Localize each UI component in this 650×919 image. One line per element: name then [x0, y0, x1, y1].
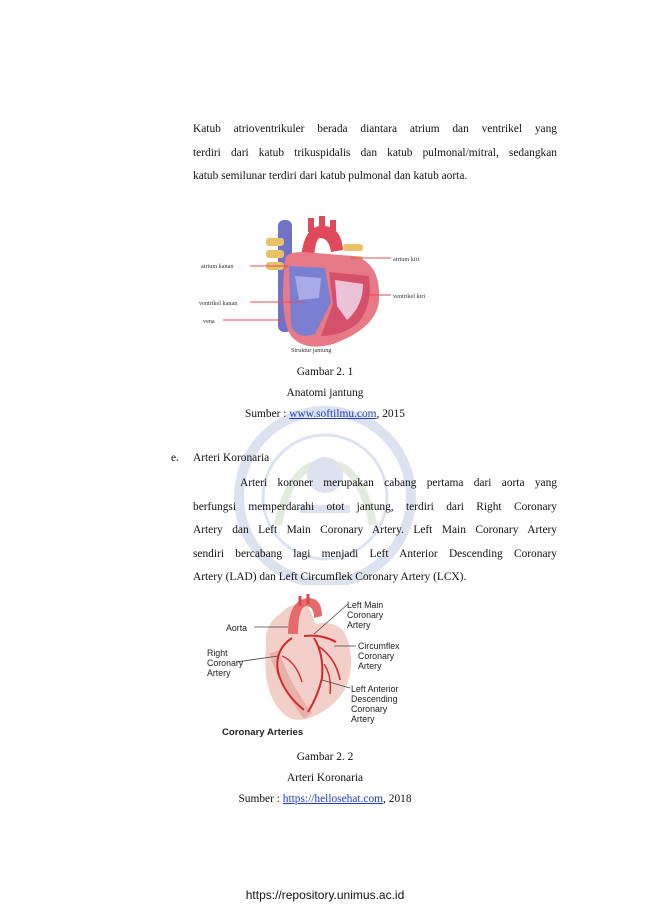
label-lad-1: Left Anterior: [351, 684, 399, 694]
caption-title: Anatomi jantung: [286, 387, 364, 399]
heart-anatomy-figure: atrium kanan ventrikel kanan vena atrium…: [199, 216, 425, 354]
label-ventrikel-kiri: ventrikel kiri: [393, 293, 425, 300]
paragraph-line: terdiri dari katub trikuspidalis dan kat…: [193, 146, 557, 159]
section-title: Arteri Koronaria: [193, 452, 270, 464]
paragraph-katub: Katub atrioventrikuler berada diantara a…: [193, 118, 557, 189]
footer-url: https://repository.unimus.ac.id: [245, 888, 405, 902]
caption-number: Gambar 2. 2: [296, 751, 354, 763]
source-prefix: Sumber :: [245, 408, 290, 420]
label-ventrikel-kanan: ventrikel kanan: [199, 300, 237, 307]
label-lm-3: Artery: [347, 620, 371, 630]
label-rca-3: Artery: [207, 668, 231, 678]
paragraph-line: Artery (LAD) dan Left Circumflek Coronar…: [193, 571, 467, 583]
label-atrium-kiri: atrium kiri: [393, 256, 420, 263]
label-lad-2: Descending: [351, 694, 398, 704]
caption-source: Sumber : https://hellosehat.com, 2018: [0, 789, 650, 810]
source-suffix: , 2015: [376, 408, 405, 420]
source-link[interactable]: https://hellosehat.com: [282, 793, 384, 805]
list-marker: e.: [171, 452, 179, 464]
paragraph-line: sendiri bercabang lagi menjadi Left Ante…: [193, 547, 557, 560]
label-lad-4: Artery: [351, 714, 375, 724]
label-atrium-kanan: atrium kanan: [201, 263, 233, 270]
label-cx-3: Artery: [358, 661, 382, 671]
paragraph-line: Arteri koroner merupakan cabang pertama …: [240, 477, 557, 489]
figure2-caption: Gambar 2. 2 Arteri Koronaria Sumber : ht…: [0, 747, 650, 810]
watermark-seal-icon: [234, 406, 416, 585]
label-lm-1: Left Main: [347, 600, 383, 610]
label-rca-1: Right: [207, 648, 228, 658]
caption-source: Sumber : www.softilmu.com, 2015: [0, 404, 650, 425]
paragraph-line: Katub atrioventrikuler berada diantara a…: [193, 123, 557, 135]
caption-title: Arteri Koronaria: [286, 772, 364, 784]
paragraph-arteri-koroner: Arteri koroner merupakan cabang pertama …: [193, 472, 557, 590]
source-suffix: , 2018: [383, 793, 412, 805]
figure2-title: Coronary Arteries: [222, 727, 303, 738]
coronary-arteries-figure: Aorta Right Coronary Artery Left Main Co…: [207, 594, 400, 738]
source-link[interactable]: www.softilmu.com: [289, 408, 377, 420]
label-lm-2: Coronary: [347, 610, 384, 620]
label-vena: vena: [203, 318, 215, 325]
label-lad-3: Coronary: [351, 704, 388, 714]
label-cx-2: Coronary: [358, 651, 395, 661]
label-aorta: Aorta: [226, 623, 247, 633]
source-prefix: Sumber :: [238, 793, 283, 805]
paragraph-line: Artery dan Left Main Coronary Artery. Le…: [193, 524, 557, 536]
paragraph-line: katub semilunar terdiri dari katub pulmo…: [193, 170, 468, 182]
figure1-caption: Gambar 2. 1 Anatomi jantung Sumber : www…: [0, 362, 650, 425]
paragraph-line: berfungsi memperdarahi otot jantung, ter…: [193, 500, 557, 513]
caption-number: Gambar 2. 1: [296, 366, 354, 378]
label-struktur-jantung: Struktur jantung: [291, 347, 331, 354]
label-rca-2: Coronary: [207, 658, 244, 668]
label-cx-1: Circumflex: [358, 641, 400, 651]
